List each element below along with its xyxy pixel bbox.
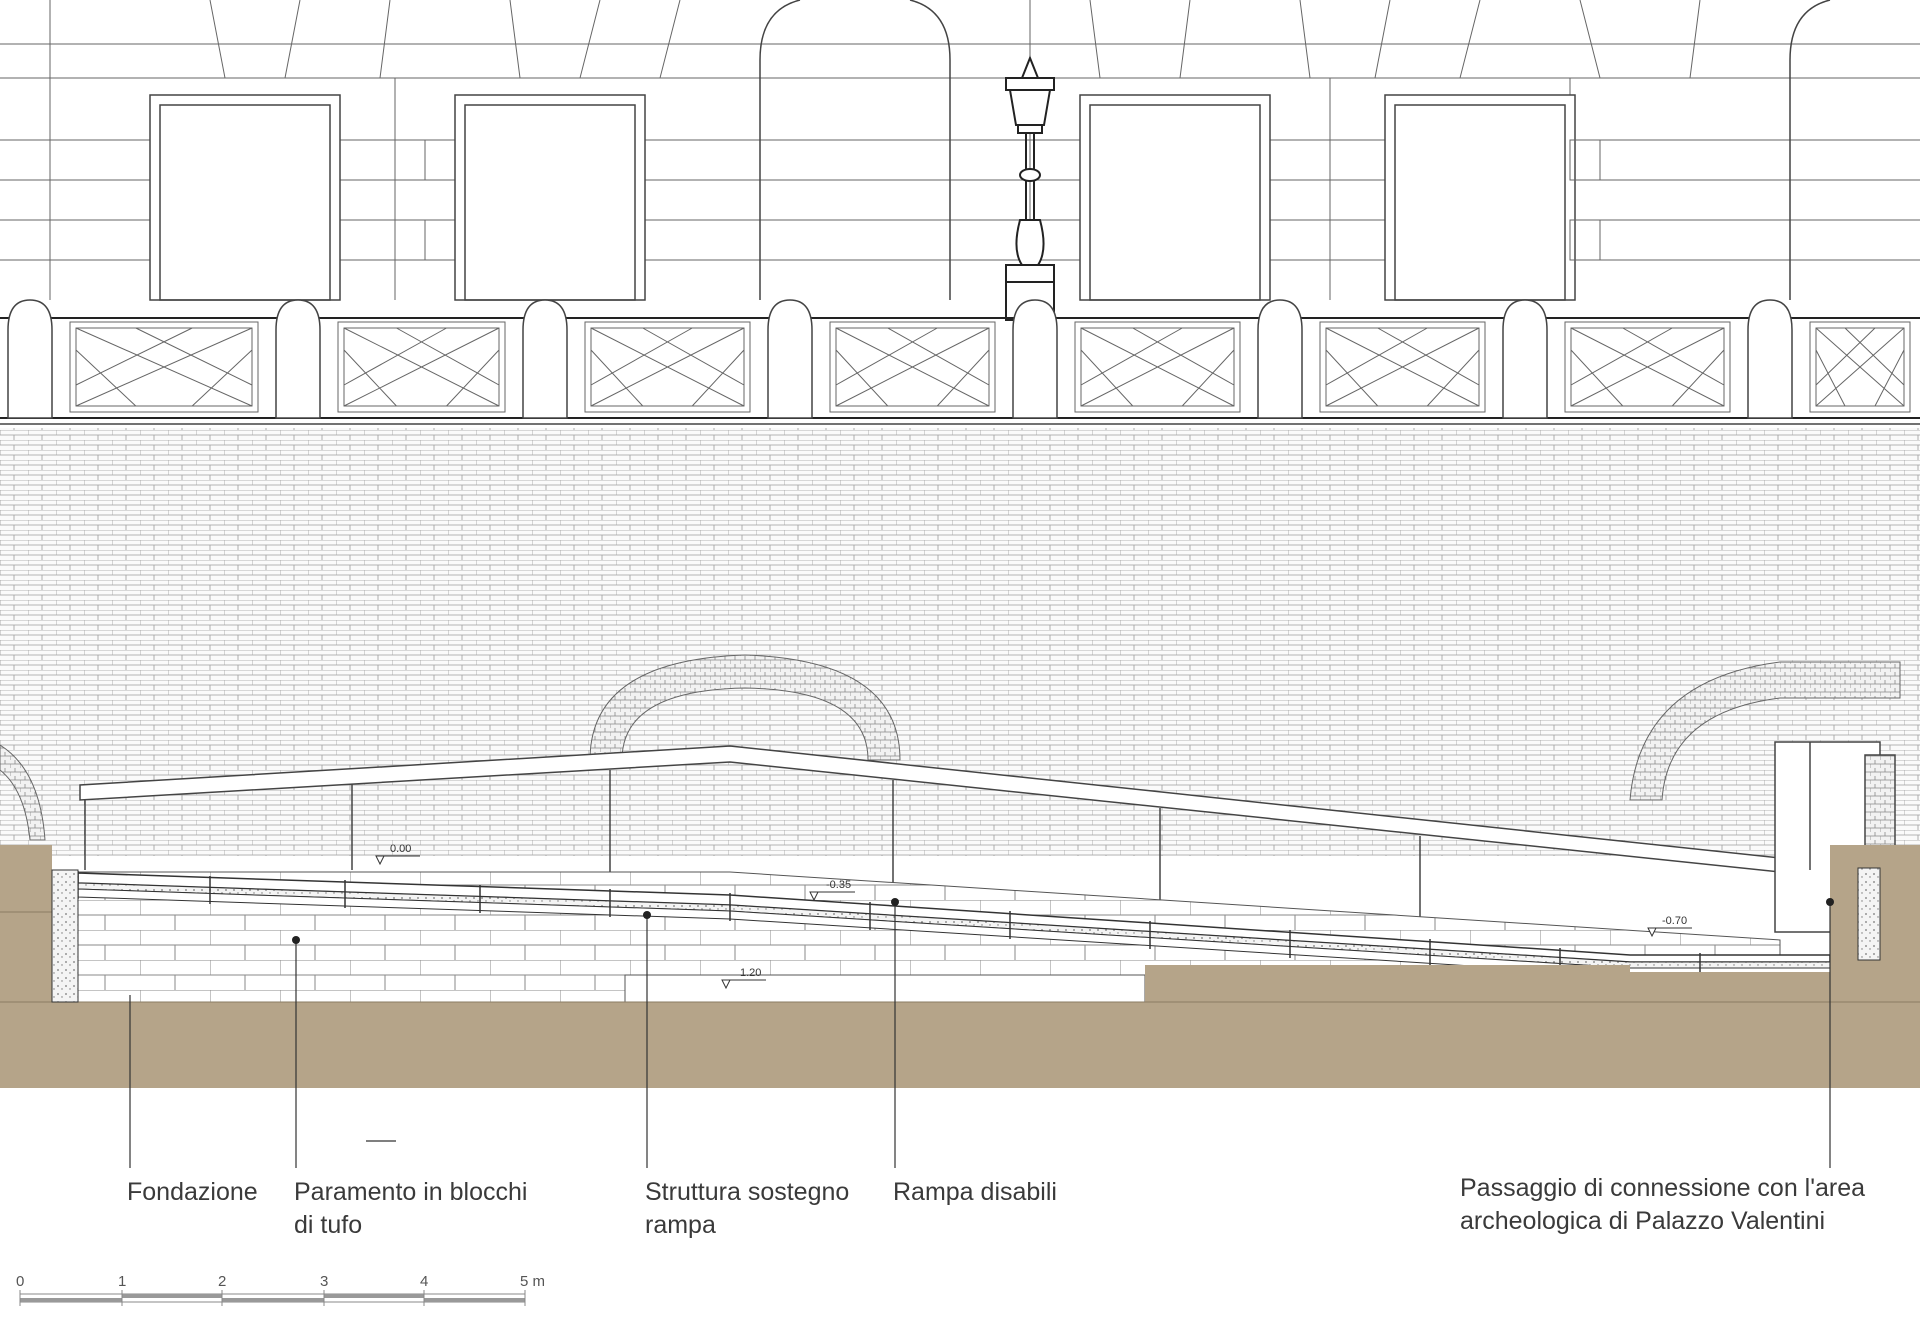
scale-tick-label: 1: [118, 1273, 126, 1290]
building-facade: [0, 0, 1920, 301]
callout-paramento-line1: Paramento in blocchi: [294, 1178, 527, 1206]
balustrade: [0, 299, 1920, 425]
balustrade-panel: [337, 321, 506, 413]
balustrade-post: [1747, 299, 1793, 419]
scale-tick-label: 5 m: [520, 1273, 545, 1290]
elevation-label: -0.70: [1662, 915, 1687, 927]
leader-dots: [292, 898, 1834, 944]
brick-arches: [0, 654, 1901, 841]
balustrade-post: [1012, 299, 1058, 419]
balustrade-panel: [1074, 321, 1241, 413]
elevation-marker-3: -0.70: [1647, 915, 1692, 938]
scale-tick-label: 4: [420, 1273, 428, 1290]
balustrade-post: [7, 299, 53, 419]
elevation-marker-4: 1.20: [721, 967, 766, 990]
callout-rampa: Rampa disabili: [893, 1178, 1057, 1206]
balustrade-panel: [1564, 321, 1731, 413]
callout-struttura-line1: Struttura sostegno: [645, 1178, 849, 1206]
balustrade-panel: [69, 321, 259, 413]
elevation-marker-2: -0.35: [809, 879, 855, 902]
callout-struttura-line2: rampa: [645, 1211, 716, 1239]
callout-passaggio-line2: archeologica di Palazzo Valentini: [1460, 1207, 1825, 1235]
callout-labels: Fondazione Paramento in blocchi di tufo …: [127, 1174, 1865, 1239]
scale-bar: 0 1 2 3 4 5 m: [16, 1273, 545, 1306]
balustrade-panel: [1809, 321, 1911, 413]
foundation-right: [1857, 867, 1881, 961]
balustrade-post: [522, 299, 568, 419]
balustrade-panel: [829, 321, 996, 413]
elevation-label: 1.20: [740, 967, 761, 979]
foundation-left: [51, 869, 79, 1003]
elevation-markers: 0.00 -0.35 -0.70 1.20: [375, 843, 1692, 990]
balustrade-post: [1502, 299, 1548, 419]
callout-passaggio-line1: Passaggio di connessione con l'area: [1460, 1174, 1865, 1202]
leader-lines: [129, 902, 1831, 1168]
callout-paramento-line2: di tufo: [294, 1211, 362, 1239]
ground-fill: [0, 845, 1920, 1088]
scale-tick-label: 0: [16, 1273, 24, 1290]
scale-tick-label: 2: [218, 1273, 226, 1290]
balustrade-panel: [1319, 321, 1486, 413]
scale-tick-label: 3: [320, 1273, 328, 1290]
elevation-marker-1: 0.00: [375, 843, 420, 866]
elevation-label: -0.35: [826, 879, 851, 891]
callout-fondazione: Fondazione: [127, 1178, 258, 1206]
elevation-label: 0.00: [390, 843, 411, 855]
balustrade-post: [275, 299, 321, 419]
balustrade-panel: [584, 321, 751, 413]
balustrade-post: [1257, 299, 1303, 419]
balustrade-post: [767, 299, 813, 419]
